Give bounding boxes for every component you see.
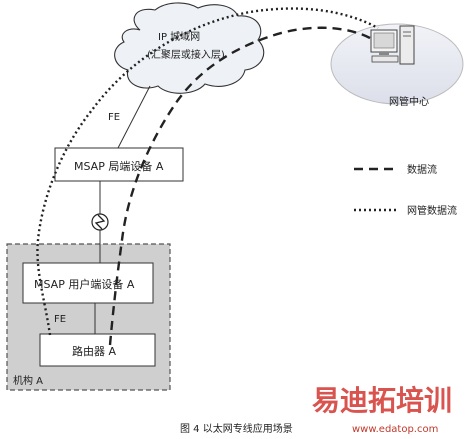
msap-user-label: MSAP 用户端设备 A bbox=[34, 277, 135, 291]
watermark-logo: 易迪拓培训 bbox=[312, 384, 452, 417]
msap-central-box bbox=[54, 147, 184, 182]
nms-flow-path bbox=[36, 7, 379, 336]
msap-central-label: MSAP 局端设备 A bbox=[74, 159, 164, 173]
cloud-title: IP 城域网 bbox=[158, 30, 200, 43]
legend-nms-flow-label: 网管数据流 bbox=[407, 204, 457, 217]
figure-caption: 图 4 以太网专线应用场景 bbox=[180, 422, 293, 435]
org-label: 机构 A bbox=[13, 374, 43, 387]
msap-user-box bbox=[22, 262, 154, 304]
fe-bottom-label: FE bbox=[54, 314, 66, 325]
computer-icon bbox=[370, 25, 415, 65]
watermark-url: www.edatop.com bbox=[352, 424, 438, 435]
cloud-subtitle: (汇聚层或接入层) bbox=[147, 48, 225, 61]
transmission-icon bbox=[91, 213, 109, 231]
link-cloud-central bbox=[117, 85, 151, 149]
legend-data-flow-label: 数据流 bbox=[407, 163, 437, 176]
router-box bbox=[39, 333, 156, 367]
nms-label: 网管中心 bbox=[389, 95, 429, 108]
data-flow-path bbox=[108, 26, 371, 346]
fe-top-label: FE bbox=[108, 112, 120, 123]
router-label: 路由器 A bbox=[72, 344, 116, 358]
cloud-shape bbox=[114, 2, 265, 94]
nms-ellipse bbox=[330, 23, 464, 105]
